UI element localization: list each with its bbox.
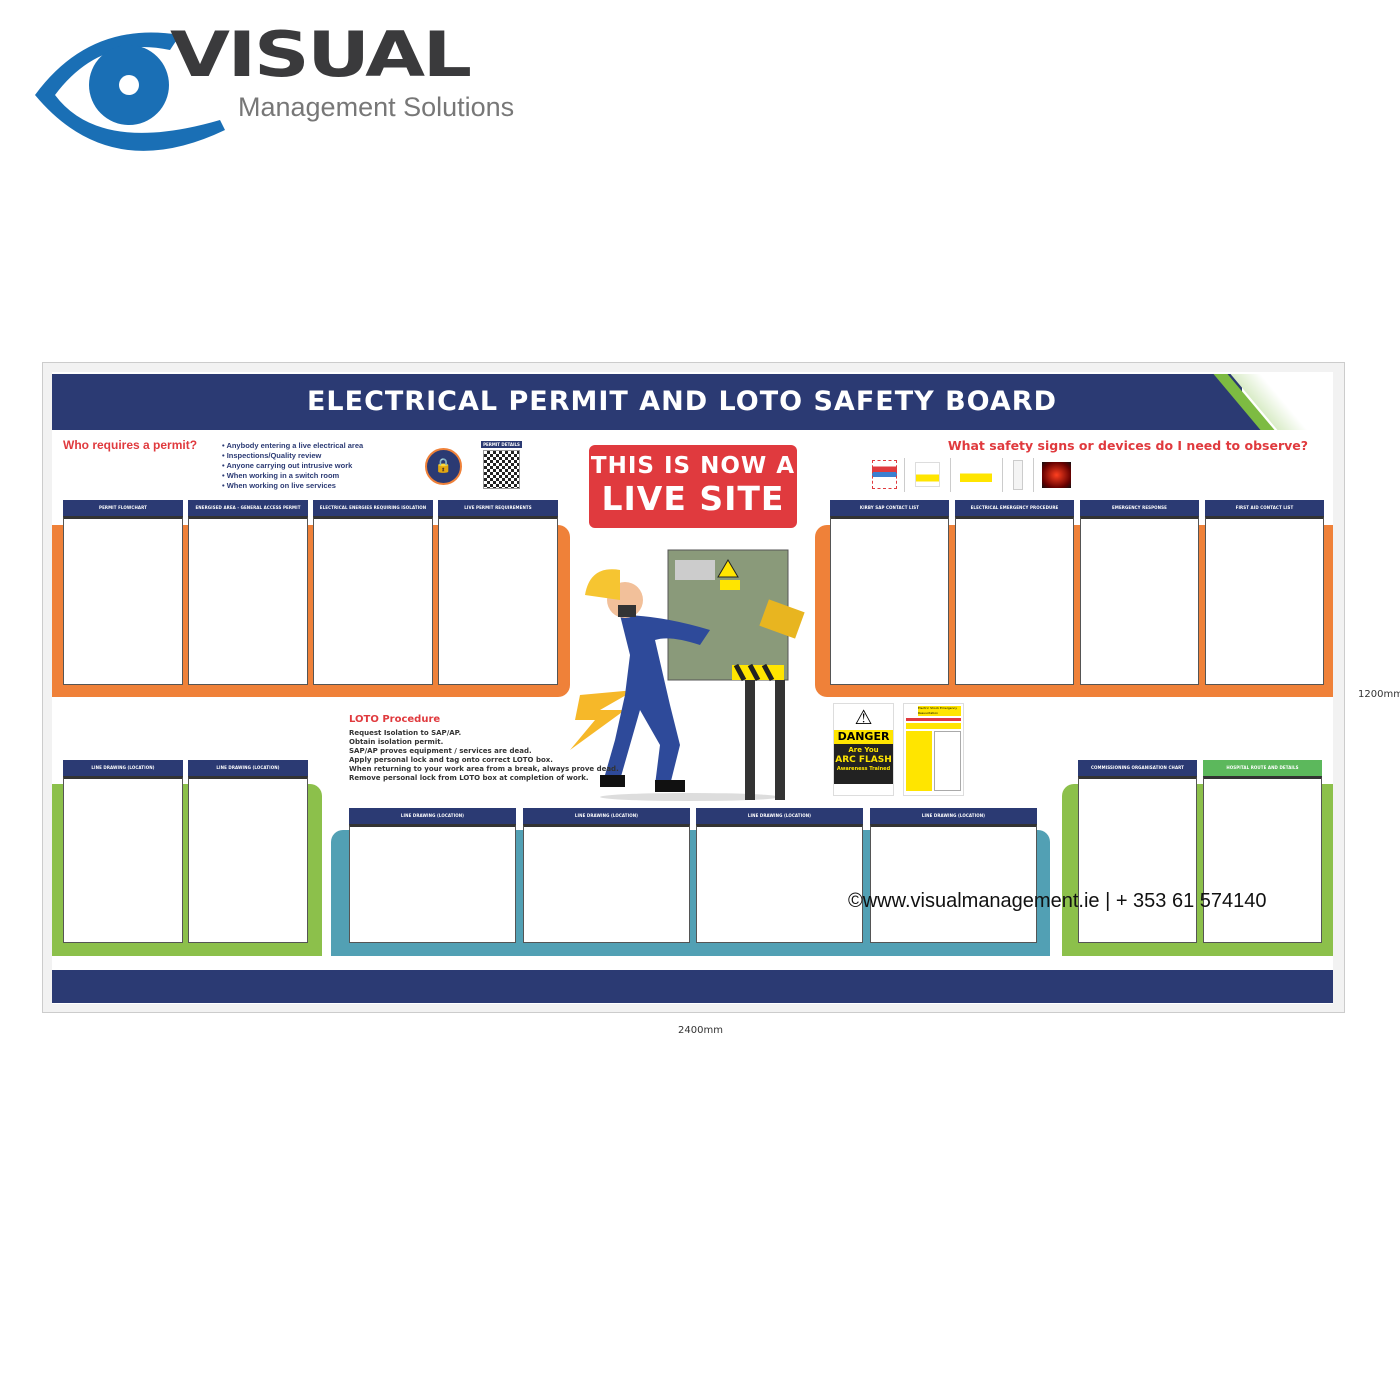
display-frame [63, 776, 183, 943]
display-frame [188, 776, 308, 943]
live-site-banner: THIS IS NOW A LIVE SITE [589, 445, 797, 528]
loto-step: When returning to your work area from a … [349, 765, 619, 773]
display-frame [63, 516, 183, 685]
frame-header: LINE DRAWING (LOCATION) [696, 808, 863, 824]
loto-title: LOTO Procedure [349, 714, 441, 725]
display-frame [1080, 516, 1199, 685]
frame-header: ELECTRICAL EMERGENCY PROCEDURE [955, 500, 1074, 516]
width-dimension: 2400mm [678, 1025, 723, 1036]
board-title: ELECTRICAL PERMIT AND LOTO SAFETY BOARD [306, 386, 1057, 417]
watermark: ©www.visualmanagement.ie | + 353 61 5741… [848, 890, 1267, 912]
loto-step: Apply personal lock and tag onto correct… [349, 756, 553, 764]
display-frame [349, 824, 516, 943]
danger-label-icon [960, 464, 992, 488]
lock-icon: 🔒 [425, 448, 462, 485]
display-frame [955, 516, 1074, 685]
frame-header: KIRBY SAP CONTACT LIST [830, 500, 949, 516]
frame-header: HOSPITAL ROUTE AND DETAILS [1203, 760, 1322, 776]
permit-bullet: • Anyone carrying out intrusive work [222, 461, 353, 470]
danger-title: DANGER [834, 730, 893, 744]
danger-line1: Are You [848, 746, 879, 754]
frame-header: LIVE PERMIT REQUIREMENTS [438, 500, 558, 516]
display-frame [1203, 776, 1322, 943]
title-banner: ELECTRICAL PERMIT AND LOTO SAFETY BOARD [52, 374, 1333, 430]
logo-tagline: Management Solutions [238, 92, 515, 122]
height-dimension: 1200mm [1358, 689, 1400, 700]
shock-resuscitation-sign: Electric Shock Emergency Resuscitation [903, 703, 964, 796]
danger-line3: Awareness Trained [836, 766, 891, 772]
warning-triangle-icon: ⚠ [854, 705, 873, 729]
loto-step: SAP/AP proves equipment / services are d… [349, 747, 532, 755]
display-frame [1205, 516, 1324, 685]
frame-header: LINE DRAWING (LOCATION) [870, 808, 1037, 824]
loto-step: Obtain isolation permit. [349, 738, 444, 746]
display-frame [523, 824, 690, 943]
electrician-illustration [570, 549, 805, 801]
permit-question: Who requires a permit? [63, 438, 198, 452]
permit-bullets: • Anybody entering a live electrical are… [222, 441, 363, 491]
live-site-line2: LIVE SITE [601, 479, 785, 518]
frame-header: ELECTRICAL ENERGIES REQUIRING ISOLATION [313, 500, 433, 516]
sign-icons [872, 458, 1072, 492]
signs-question: What safety signs or devices do I need t… [947, 438, 1308, 453]
frame-header: LINE DRAWING (LOCATION) [349, 808, 516, 824]
tag-icon [1013, 460, 1023, 490]
logo: VISUAL Management Solutions [30, 18, 540, 165]
hazard-sign-icon [872, 460, 897, 489]
permit-bullet: • Inspections/Quality review [222, 451, 322, 460]
frame-header: LINE DRAWING (LOCATION) [523, 808, 690, 824]
live-site-line1: THIS IS NOW A [590, 453, 796, 479]
permit-bullet: • Anybody entering a live electrical are… [222, 441, 364, 450]
display-frame [870, 824, 1037, 943]
frame-header: COMMISSIONING ORGANISATION CHART [1078, 760, 1197, 776]
eye-logo-icon [35, 32, 225, 151]
display-frame [830, 516, 949, 685]
shock-sign-title: Electric Shock Emergency Resuscitation [918, 706, 961, 716]
qr-code [483, 450, 520, 489]
logo-brand: VISUAL [170, 18, 472, 91]
arc-flash-sign: ⚠ DANGER Are You ARC FLASH Awareness Tra… [833, 703, 894, 796]
qr-label: PERMIT DETAILS [481, 441, 522, 448]
frame-header: EMERGENCY RESPONSE [1080, 500, 1199, 516]
frame-header: LINE DRAWING (LOCATION) [63, 760, 183, 776]
display-frame [438, 516, 558, 685]
frame-header: LINE DRAWING (LOCATION) [188, 760, 308, 776]
frame-header: FIRST AID CONTACT LIST [1205, 500, 1324, 516]
display-frame [696, 824, 863, 943]
frame-header: PERMIT FLOWCHART [63, 500, 183, 516]
bottom-banner [52, 970, 1333, 1003]
loto-step: Request Isolation to SAP/AP. [349, 729, 462, 737]
permit-bullet: • When working in a switch room [222, 471, 340, 480]
frame-header: ENERGISED AREA - GENERAL ACCESS PERMIT [188, 500, 308, 516]
loto-steps: Request Isolation to SAP/AP. Obtain isol… [349, 729, 619, 783]
display-frame [313, 516, 433, 685]
danger-line2: ARC FLASH [835, 755, 892, 765]
permit-bullet: • When working on live services [222, 481, 336, 490]
display-frame [188, 516, 308, 685]
danger-sign-icon [915, 462, 940, 487]
loto-step: Remove personal lock from LOTO box at co… [349, 774, 589, 782]
beacon-icon [1042, 462, 1071, 488]
display-frame [1078, 776, 1197, 943]
